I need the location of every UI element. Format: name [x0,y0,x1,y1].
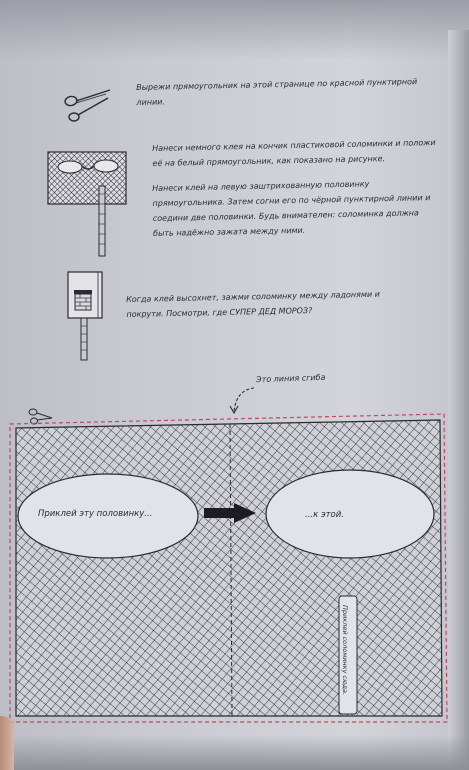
curved-arrow-icon [229,387,255,415]
chimney-card-icon [67,271,103,361]
instruction-step-1: Вырежи прямоугольник на этой странице по… [136,77,418,107]
scissors-icon [64,89,111,122]
instruction-step-3: Нанеси клей на левую заштрихованную поло… [152,179,431,238]
cutout-template [9,413,448,723]
straw-strip-label: Приклей соломинку сюда. [341,605,349,696]
mask-on-straw-icon [47,151,127,257]
page-edge [448,30,469,770]
finger [0,716,14,770]
fold-line-label: Это линия сгиба [255,372,326,385]
bottom-shadow [0,735,469,770]
instruction-step-4: Когда клей высохнет, зажми соломинку меж… [126,289,380,319]
instruction-step-2: Нанеси немного клея на кончик пластиково… [152,138,436,168]
small-scissors-icon [28,408,53,425]
right-oval-label: ...к этой. [305,510,344,520]
left-oval-label: Приклей эту половинку... [38,509,153,519]
right-arrow-icon [204,503,256,523]
top-shadow [0,0,469,60]
